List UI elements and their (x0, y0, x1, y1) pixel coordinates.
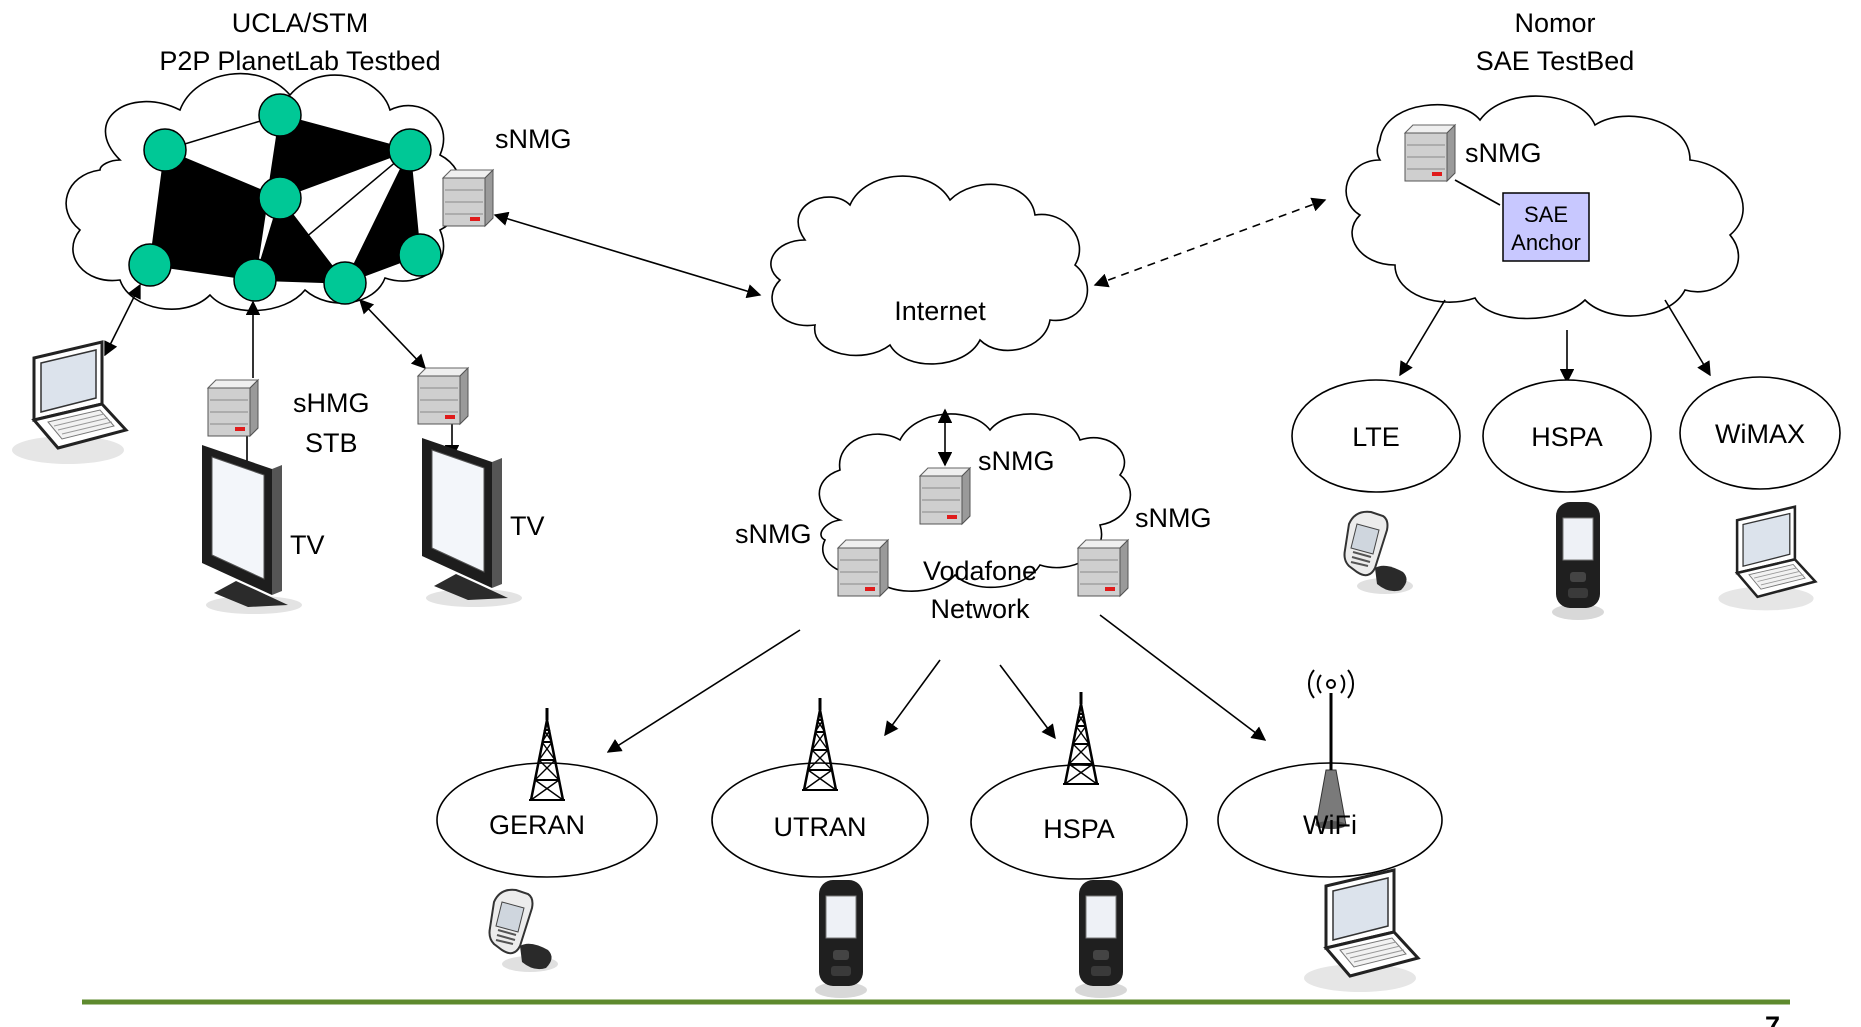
p2p-node (388, 128, 432, 172)
page-number: 7 (1765, 1011, 1780, 1027)
tv-label-1: TV (290, 530, 325, 560)
link-mesh-gateway (359, 298, 426, 370)
label-hspa-vodafone: HSPA (1043, 814, 1115, 844)
ellipse-wimax (1679, 376, 1841, 490)
server-icon (417, 367, 469, 425)
ellipse-utran (711, 762, 929, 878)
server-icon (1077, 539, 1129, 597)
link-vodafone-hspa (999, 664, 1056, 740)
link-nomor-wimax (1664, 299, 1711, 377)
vodafone-access-networks (436, 762, 1443, 880)
p2p-nodes (128, 93, 442, 305)
p2p-node (143, 128, 187, 172)
link-vodafone-geran (606, 629, 801, 753)
nomor-access-networks (1291, 376, 1841, 493)
mobile-phone-icon (1551, 501, 1605, 621)
label-hspa-nomor: HSPA (1531, 422, 1603, 452)
p2p-node (398, 233, 442, 277)
link-mesh-laptop (104, 283, 141, 357)
nomor-title-line1: Nomor (1514, 8, 1595, 38)
connectors (104, 179, 1711, 753)
planetlab-title-line1: UCLA/STM (232, 8, 369, 38)
nomor-snmg-label: sNMG (1465, 138, 1542, 168)
flip-phone-icon (1343, 510, 1414, 595)
p2p-node (323, 261, 367, 305)
p2p-node (258, 93, 302, 137)
tv-label-2: TV (510, 511, 545, 541)
nomor-title-line2: SAE TestBed (1476, 46, 1635, 76)
server-icon (919, 467, 971, 525)
planetlab-snmg-label: sNMG (495, 124, 572, 154)
internet-cloud (770, 175, 1089, 365)
shmg-label: sHMG (293, 388, 370, 418)
mobile-phone-icon (1074, 879, 1128, 999)
vodafone-label-line1: Vodafone (923, 556, 1037, 586)
tv-icon (201, 444, 303, 615)
sae-anchor-line2: Anchor (1511, 230, 1581, 255)
label-wimax: WiMAX (1715, 419, 1805, 449)
link-nomor-lte (1399, 299, 1446, 377)
vodafone-snmg-top: sNMG (978, 446, 1055, 476)
ellipse-hspa-nomor (1482, 379, 1652, 493)
label-geran: GERAN (489, 810, 585, 840)
ellipse-lte (1291, 379, 1461, 493)
p2p-mesh (149, 114, 421, 285)
label-utran: UTRAN (774, 812, 867, 842)
p2p-node (128, 243, 172, 287)
flip-phone-icon (488, 888, 559, 973)
link-snmg-anchor (1454, 179, 1501, 206)
link-vodafone-wifi (1099, 614, 1267, 741)
mobile-phone-icon (814, 879, 868, 999)
vodafone-snmg-right: sNMG (1135, 503, 1212, 533)
stb-label: STB (305, 428, 358, 458)
laptop-icon (1717, 505, 1817, 612)
planetlab-title-line2: P2P PlanetLab Testbed (159, 46, 440, 76)
sae-anchor-box: SAE Anchor (1502, 192, 1590, 262)
link-vodafone-utran (884, 659, 941, 737)
link-internet-nomor (1093, 197, 1327, 288)
vodafone-label-line2: Network (930, 594, 1030, 624)
server-icon (207, 379, 259, 437)
server-icon (442, 169, 494, 227)
server-icon (1404, 124, 1456, 182)
label-wifi: WiFi (1303, 810, 1357, 840)
p2p-node (258, 176, 302, 220)
vodafone-snmg-left: sNMG (735, 519, 812, 549)
label-lte: LTE (1352, 422, 1400, 452)
sae-anchor-line1: SAE (1524, 202, 1568, 227)
laptop-icon (10, 340, 128, 466)
internet-label: Internet (894, 296, 986, 326)
tv-icon (421, 437, 523, 608)
laptop-icon (1302, 868, 1420, 994)
p2p-node (233, 258, 277, 302)
ellipse-geran (436, 762, 658, 878)
wifi-access-point-icon (1307, 669, 1355, 829)
link-planetlab-internet (493, 211, 762, 299)
server-icon (837, 539, 889, 597)
